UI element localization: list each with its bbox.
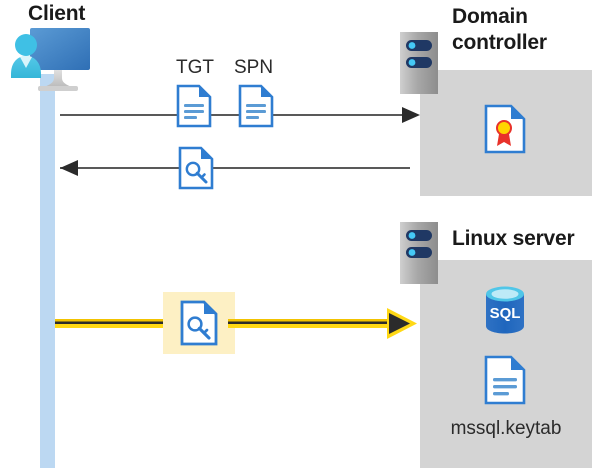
document-lines-icon xyxy=(176,84,212,128)
request-arrowhead-icon xyxy=(402,107,420,123)
user-workstation-icon xyxy=(8,24,100,96)
certificate-document-icon xyxy=(484,104,526,154)
client-lifeline xyxy=(40,74,55,468)
service-ticket-flow-line-left xyxy=(55,319,170,328)
linux-server-title: Linux server xyxy=(452,227,575,250)
keytab-filename-label: mssql.keytab xyxy=(450,418,562,439)
server-rack-icon xyxy=(400,32,438,94)
document-key-icon xyxy=(180,300,218,346)
client-title: Client xyxy=(28,2,86,25)
document-icon xyxy=(484,355,526,405)
response-arrowhead-icon xyxy=(60,160,78,176)
spn-label: SPN xyxy=(234,57,274,78)
tgt-label: TGT xyxy=(176,57,214,78)
sql-database-icon: SQL xyxy=(482,285,528,335)
document-lines-icon xyxy=(238,84,274,128)
sql-database-label: SQL xyxy=(490,305,521,322)
request-flow-line xyxy=(60,114,410,116)
response-flow-line xyxy=(60,167,410,169)
document-key-icon xyxy=(178,146,214,190)
domain-controller-title-line1: Domain xyxy=(452,5,528,28)
server-rack-icon xyxy=(400,222,438,284)
service-ticket-flow-line-right xyxy=(228,319,394,328)
domain-controller-title: Domain controller xyxy=(452,4,600,56)
service-ticket-arrowhead-icon xyxy=(387,308,417,339)
domain-controller-title-line2: controller xyxy=(452,31,547,54)
